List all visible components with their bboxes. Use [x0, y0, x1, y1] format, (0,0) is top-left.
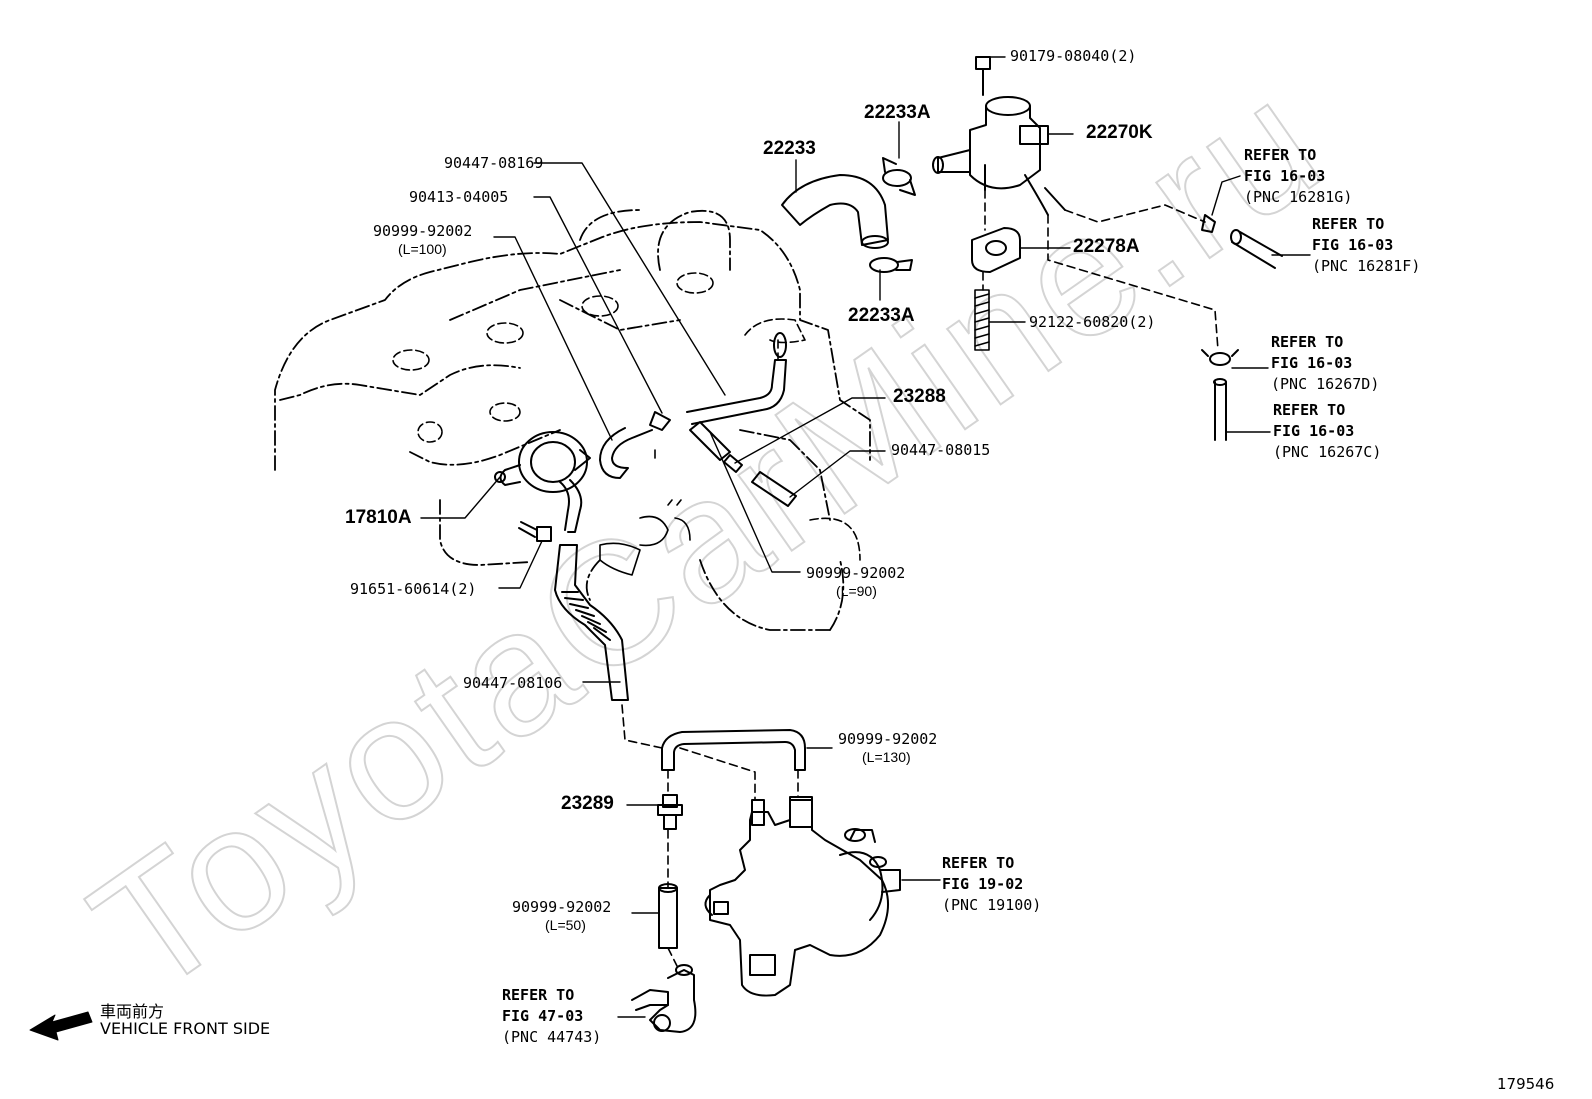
refer-16281f-line1: REFER TO [1312, 215, 1385, 233]
refer-16281f-line3: (PNC 16281F) [1312, 257, 1421, 275]
label-90999-92002-l130: 90999-92002 [838, 730, 938, 748]
label-l50: (L=50) [545, 917, 586, 933]
refer-44743-line3: (PNC 44743) [502, 1028, 602, 1046]
engine-outline [274, 209, 871, 631]
refer-16281g-line3: (PNC 16281G) [1244, 188, 1353, 206]
refer-44743-line2: FIG 47-03 [502, 1007, 584, 1025]
clamp-22233a-bottom [869, 257, 913, 273]
refer-16267c: REFER TO FIG 16-03 (PNC 16267C) [1273, 400, 1381, 463]
refer-16267c-line1: REFER TO [1273, 401, 1346, 419]
vsv-22270k [932, 56, 1066, 216]
refer-16267d-line3: (PNC 16267D) [1271, 375, 1380, 393]
refer-16267c-line2: FIG 16-03 [1273, 422, 1355, 440]
label-22270k: 22270K [1086, 122, 1153, 143]
label-l130: (L=130) [862, 749, 911, 765]
refer-19100-line2: FIG 19-02 [942, 875, 1024, 893]
engine-ports [392, 272, 861, 561]
label-23289: 23289 [561, 793, 614, 814]
refer-44743: REFER TO FIG 47-03 (PNC 44743) [502, 985, 601, 1048]
hose-22233 [781, 174, 889, 249]
refer-19100-line3: (PNC 19100) [942, 896, 1042, 914]
label-l100: (L=100) [398, 241, 447, 257]
refer-19100: REFER TO FIG 19-02 (PNC 19100) [942, 853, 1041, 916]
leader-lines [420, 56, 1311, 1018]
label-92122-60820: 92122-60820(2) [1029, 313, 1156, 331]
refer-16281g: REFER TO FIG 16-03 (PNC 16281G) [1244, 145, 1352, 208]
refer-19100-line1: REFER TO [942, 854, 1015, 872]
label-l90: (L=90) [836, 583, 877, 599]
label-22233: 22233 [763, 138, 816, 159]
hose-l50 [658, 883, 678, 949]
refer-16267d-line1: REFER TO [1271, 333, 1344, 351]
hose-l130 [661, 729, 806, 771]
label-22278a: 22278A [1073, 236, 1140, 257]
label-90447-08106: 90447-08106 [463, 674, 563, 692]
gasket-22278a [971, 227, 1021, 273]
damper-17810a [494, 431, 591, 533]
label-22233a-bottom: 22233A [848, 305, 915, 326]
refer-16267d-line2: FIG 16-03 [1271, 354, 1353, 372]
hose-90447-08106 [554, 544, 629, 701]
label-90413-04005: 90413-04005 [409, 188, 509, 206]
label-22233a-top: 22233A [864, 102, 931, 123]
refer-clip-16267d [1201, 349, 1239, 366]
label-17810a: 17810A [345, 507, 412, 528]
label-90999-92002-l90: 90999-92002 [806, 564, 906, 582]
pipe-44743 [631, 964, 697, 1033]
label-90179-08040: 90179-08040(2) [1010, 47, 1137, 65]
fitting-23289 [657, 794, 683, 830]
distributor-19100 [704, 796, 901, 997]
refer-16281g-line2: FIG 16-03 [1244, 167, 1326, 185]
refer-44743-line1: REFER TO [502, 986, 575, 1004]
refer-16281f-line2: FIG 16-03 [1312, 236, 1394, 254]
refer-hose-16267c [1213, 378, 1227, 441]
connection-lines [621, 189, 1219, 969]
label-90999-92002-l50: 90999-92002 [512, 898, 612, 916]
clamp-22233a-top [882, 157, 916, 196]
engine-details [599, 499, 691, 576]
refer-hose-16281f [1230, 229, 1283, 269]
label-91651-60614: 91651-60614(2) [350, 580, 477, 598]
refer-16281f: REFER TO FIG 16-03 (PNC 16281F) [1312, 214, 1420, 277]
vehicle-front-jp: 車両前方 [100, 1002, 165, 1021]
label-23288: 23288 [893, 386, 946, 407]
label-90447-08015: 90447-08015 [891, 441, 991, 459]
refer-16267c-line3: (PNC 16267C) [1273, 443, 1382, 461]
bolt-91651 [518, 521, 552, 542]
label-90999-92002-l100: 90999-92002 [373, 222, 473, 240]
refer-16281g-line1: REFER TO [1244, 146, 1317, 164]
diagram-number: 179546 [1497, 1075, 1555, 1093]
vehicle-front-arrow [29, 1011, 93, 1041]
label-90447-08169: 90447-08169 [444, 154, 544, 172]
refer-clip-16281g [1201, 214, 1216, 233]
refer-16267d: REFER TO FIG 16-03 (PNC 16267D) [1271, 332, 1379, 395]
stud-92122 [974, 289, 990, 351]
engine-hoses [599, 332, 797, 507]
vehicle-front-en: VEHICLE FRONT SIDE [100, 1019, 271, 1038]
